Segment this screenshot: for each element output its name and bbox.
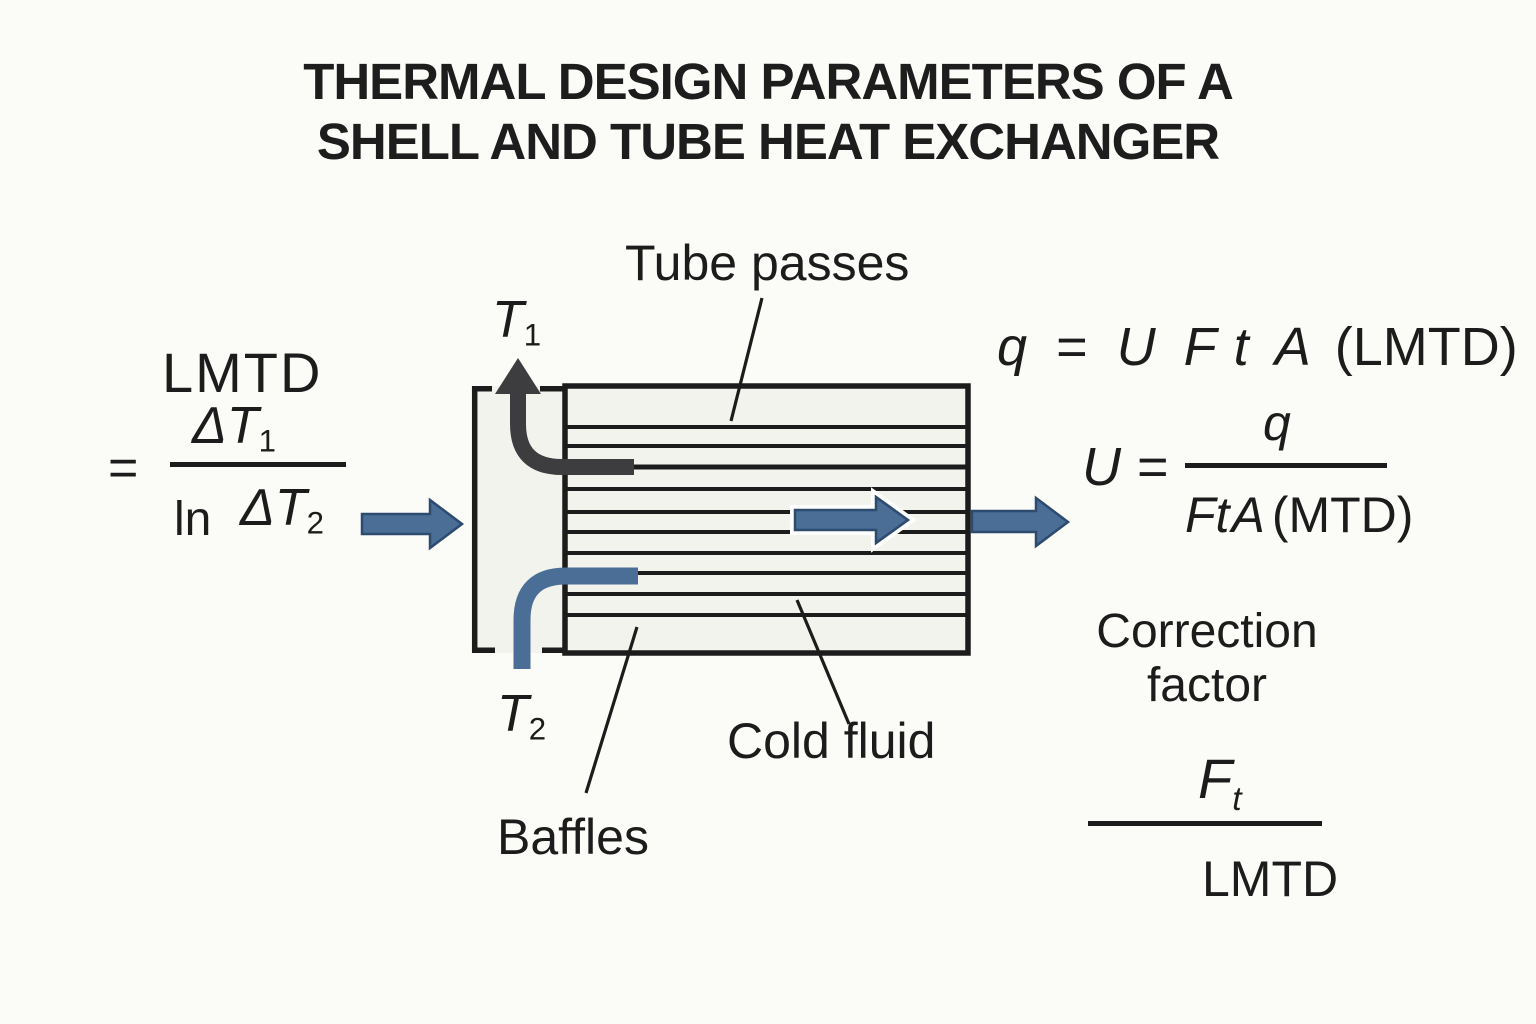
lmtd-label: LMTD [162, 341, 323, 404]
t1-symbol: T [492, 291, 524, 349]
cold-inlet-duct [513, 567, 638, 669]
cold-fluid-label: Cold fluid [727, 713, 936, 769]
flow-arrow-outlet-icon [970, 495, 1071, 549]
u-equation-numerator: q [1263, 395, 1291, 451]
correction-factor-caption-line1: Correction [1096, 605, 1318, 658]
equals-sign: = [1137, 437, 1169, 497]
u-equation-fraction-bar [1185, 463, 1387, 468]
u-equation-lhs: U= [1082, 436, 1169, 498]
lmtd-equals-sign: = [108, 439, 139, 497]
t2-subscript: 2 [528, 711, 547, 747]
header-outline-left [471, 385, 495, 654]
lmtd-fraction-bar [170, 462, 346, 467]
equals-sign: = [1056, 317, 1088, 377]
cold-fluid-leader-line [795, 599, 851, 725]
page-title-line2: SHELL AND TUBE HEAT EXCHANGER [316, 113, 1220, 170]
baffles-leader-line [584, 626, 639, 794]
flow-arrow-mid-icon [793, 494, 911, 546]
correction-factor-caption-line2: factor [1146, 659, 1268, 712]
lmtd-numerator: ΔT1 [192, 396, 276, 460]
a-symbol: A [1274, 317, 1311, 377]
u-equation-denominator: FtA(MTD) [1185, 486, 1413, 544]
q-symbol: q [997, 317, 1028, 377]
t2-label: T2 [497, 684, 546, 748]
page-title-line1: THERMAL DESIGN PARAMETERS OF A [303, 53, 1234, 110]
t1-label: T1 [492, 290, 541, 354]
delta-t2-base: ΔT [240, 479, 307, 537]
mtd-parenthetical: (MTD) [1271, 487, 1414, 543]
delta-t1-base: ΔT [192, 397, 259, 455]
t-subscript: t [1232, 780, 1242, 818]
f-symbol: F [1183, 317, 1217, 377]
t1-subscript: 1 [523, 317, 542, 353]
heat-duty-equation: q = U F t A (LMTD) [997, 316, 1518, 378]
lmtd-denominator: ΔT2 [240, 478, 324, 542]
t-symbol: t [1215, 487, 1230, 543]
hot-outlet-duct [510, 392, 634, 475]
flow-arrow-inlet-icon [360, 497, 465, 551]
correction-fraction-bar [1088, 821, 1322, 826]
hot-outlet-arrowhead-icon [495, 358, 541, 394]
t2-symbol: T [497, 685, 529, 743]
ft-symbol: Ft [1198, 746, 1242, 819]
u-symbol: U [1116, 317, 1156, 377]
delta-t1-subscript: 1 [258, 423, 277, 459]
tube-bundle [565, 425, 966, 617]
tube-passes-leader-line [729, 297, 764, 422]
baffles-label: Baffles [497, 809, 649, 865]
t-symbol: t [1233, 317, 1249, 377]
correction-denominator: LMTD [1202, 851, 1339, 907]
f-symbol: F [1185, 487, 1216, 543]
a-symbol: A [1231, 487, 1265, 543]
f-symbol: F [1198, 747, 1233, 810]
lmtd-parenthetical: (LMTD) [1334, 317, 1518, 377]
shell-outline [562, 383, 971, 656]
u-symbol: U [1082, 437, 1121, 497]
tube-passes-label: Tube passes [625, 235, 910, 291]
delta-t2-subscript: 2 [306, 505, 325, 541]
ln-operator: ln [174, 493, 212, 546]
